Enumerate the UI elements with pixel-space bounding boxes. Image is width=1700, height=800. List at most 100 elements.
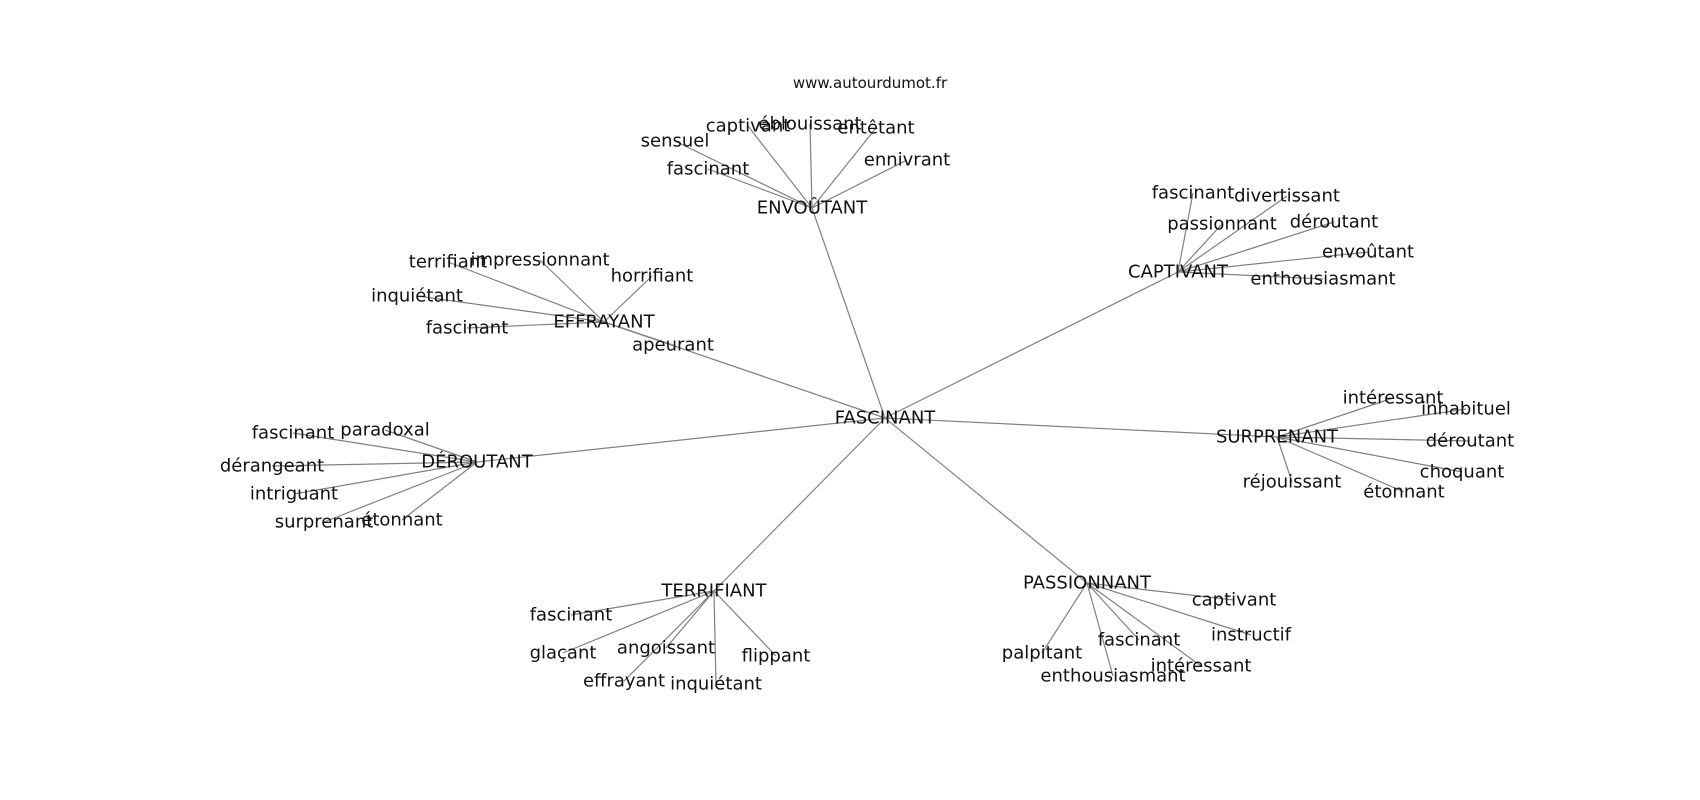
edge-hub-leaf [1086,582,1140,641]
edge-hub-leaf [809,123,813,209]
leaf-word-node: intéressant [1151,656,1252,677]
edge-hub-leaf [447,261,605,323]
leaf-word-node: effrayant [583,671,665,692]
leaf-word-node: fascinant [1098,630,1181,651]
edge-hub-leaf [292,432,478,463]
leaf-word-node: instructif [1211,625,1292,646]
leaf-word-node: flippant [742,646,811,667]
edge-hub-leaf [1041,582,1088,654]
edge-hub-leaf [665,590,715,649]
leaf-word-node: fascinant [252,423,335,444]
edge-hub-leaf [603,275,653,323]
edge-hub-leaf [416,295,605,323]
edge-hub-leaf [1086,582,1114,677]
leaf-word-node: étonnant [1363,482,1444,503]
leaf-word-node: déroutant [1290,212,1378,233]
leaf-word-node: captivant [1192,590,1277,611]
hub-word-node: EFFRAYANT [553,312,655,333]
leaf-word-node: intriguant [250,484,338,505]
leaf-word-node: ennivrant [864,150,950,171]
edge-hub-leaf [401,461,478,521]
leaf-word-node: palpitant [1002,643,1082,664]
edge-hub-leaf [1086,582,1202,667]
edge-hub-leaf [1276,408,1467,438]
leaf-word-node: sensuel [641,131,710,152]
edge-hub-leaf [1276,436,1471,442]
leaf-word-node: déroutant [1426,431,1514,452]
leaf-word-node: étonnant [361,510,442,531]
center-word-node: FASCINANT [835,408,937,429]
edge-hub-leaf [713,590,717,685]
edge-hub-leaf [603,321,674,346]
leaf-word-node: fascinant [667,159,750,180]
leaf-word-node: apeurant [632,335,714,356]
edge-hub-leaf [713,590,777,657]
leaf-word-node: envoûtant [1322,242,1414,263]
label-layer: FASCINANTENVOÛTANTcaptivantéblouissanten… [220,114,1514,695]
edge-hub-leaf [707,168,813,209]
leaf-word-node: réjouissant [1243,472,1342,493]
edge-hub-leaf [674,140,813,209]
edge-hub-leaf [1276,436,1293,483]
edge-hub-leaf [539,259,605,323]
leaf-word-node: paradoxal [340,420,429,441]
edge-center-hub [713,417,886,592]
edge-hub-leaf [1276,436,1463,473]
edge-hub-leaf [811,127,877,209]
leaf-word-node: captivant [706,116,791,137]
edge-hub-leaf [293,461,478,495]
leaf-word-node: surprenant [275,512,374,533]
edge-hub-leaf [747,125,813,209]
edge-center-hub [811,207,886,419]
edge-center-hub [884,417,1278,438]
edge-hub-leaf [1276,436,1405,493]
hub-word-node: DÉROUTANT [421,451,533,473]
edge-hub-leaf [623,590,715,682]
leaf-word-node: enthousiasmant [1250,269,1395,290]
leaf-word-node: intéressant [1343,388,1444,409]
leaf-word-node: horrifiant [611,266,694,287]
hub-word-node: SURPRENANT [1216,427,1339,448]
leaf-word-node: inhabituel [1421,399,1511,420]
leaf-word-node: enthousiasmant [1040,666,1185,687]
edge-hub-leaf [1177,223,1223,273]
edge-hub-leaf [1276,397,1394,438]
edge-hub-leaf [323,461,478,523]
leaf-word-node: entêtant [837,118,914,139]
edge-hub-leaf [1177,192,1194,273]
leaf-word-node: inquiétant [670,674,762,695]
watermark-text: www.autourdumot.fr [793,74,948,92]
edge-center-hub [884,271,1179,419]
hub-word-node: TERRIFIANT [660,581,767,602]
hub-word-node: PASSIONNANT [1023,573,1152,594]
edge-hub-leaf [1177,251,1369,273]
leaf-word-node: divertissant [1234,186,1340,207]
edge-layer [271,123,1471,685]
edge-hub-leaf [384,429,478,463]
leaf-word-node: choquant [1420,462,1505,483]
leaf-word-node: passionnant [1167,214,1277,235]
edge-hub-leaf [811,159,908,209]
leaf-word-node: glaçant [530,643,597,664]
leaf-word-node: impressionnant [470,250,609,271]
edge-hub-leaf [1177,271,1324,280]
leaf-word-node: terrifiant [409,252,487,273]
hub-word-node: ENVOÛTANT [757,197,869,219]
edge-center-hub [884,417,1088,584]
leaf-word-node: éblouissant [758,114,861,135]
edge-hub-leaf [466,321,605,329]
leaf-word-node: fascinant [530,605,613,626]
leaf-word-node: fascinant [1152,183,1235,204]
leaf-word-node: inquiétant [371,286,463,307]
leaf-word-node: angoissant [617,638,715,659]
edge-hub-leaf [1177,221,1335,273]
edge-center-hub [476,417,886,463]
leaf-word-node: dérangeant [220,456,324,477]
edge-hub-leaf [570,590,715,616]
edge-hub-leaf [271,461,478,467]
edge-hub-leaf [1086,582,1252,636]
leaf-word-node: fascinant [426,318,509,339]
hub-word-node: CAPTIVANT [1128,262,1229,283]
edge-hub-leaf [1177,195,1288,273]
